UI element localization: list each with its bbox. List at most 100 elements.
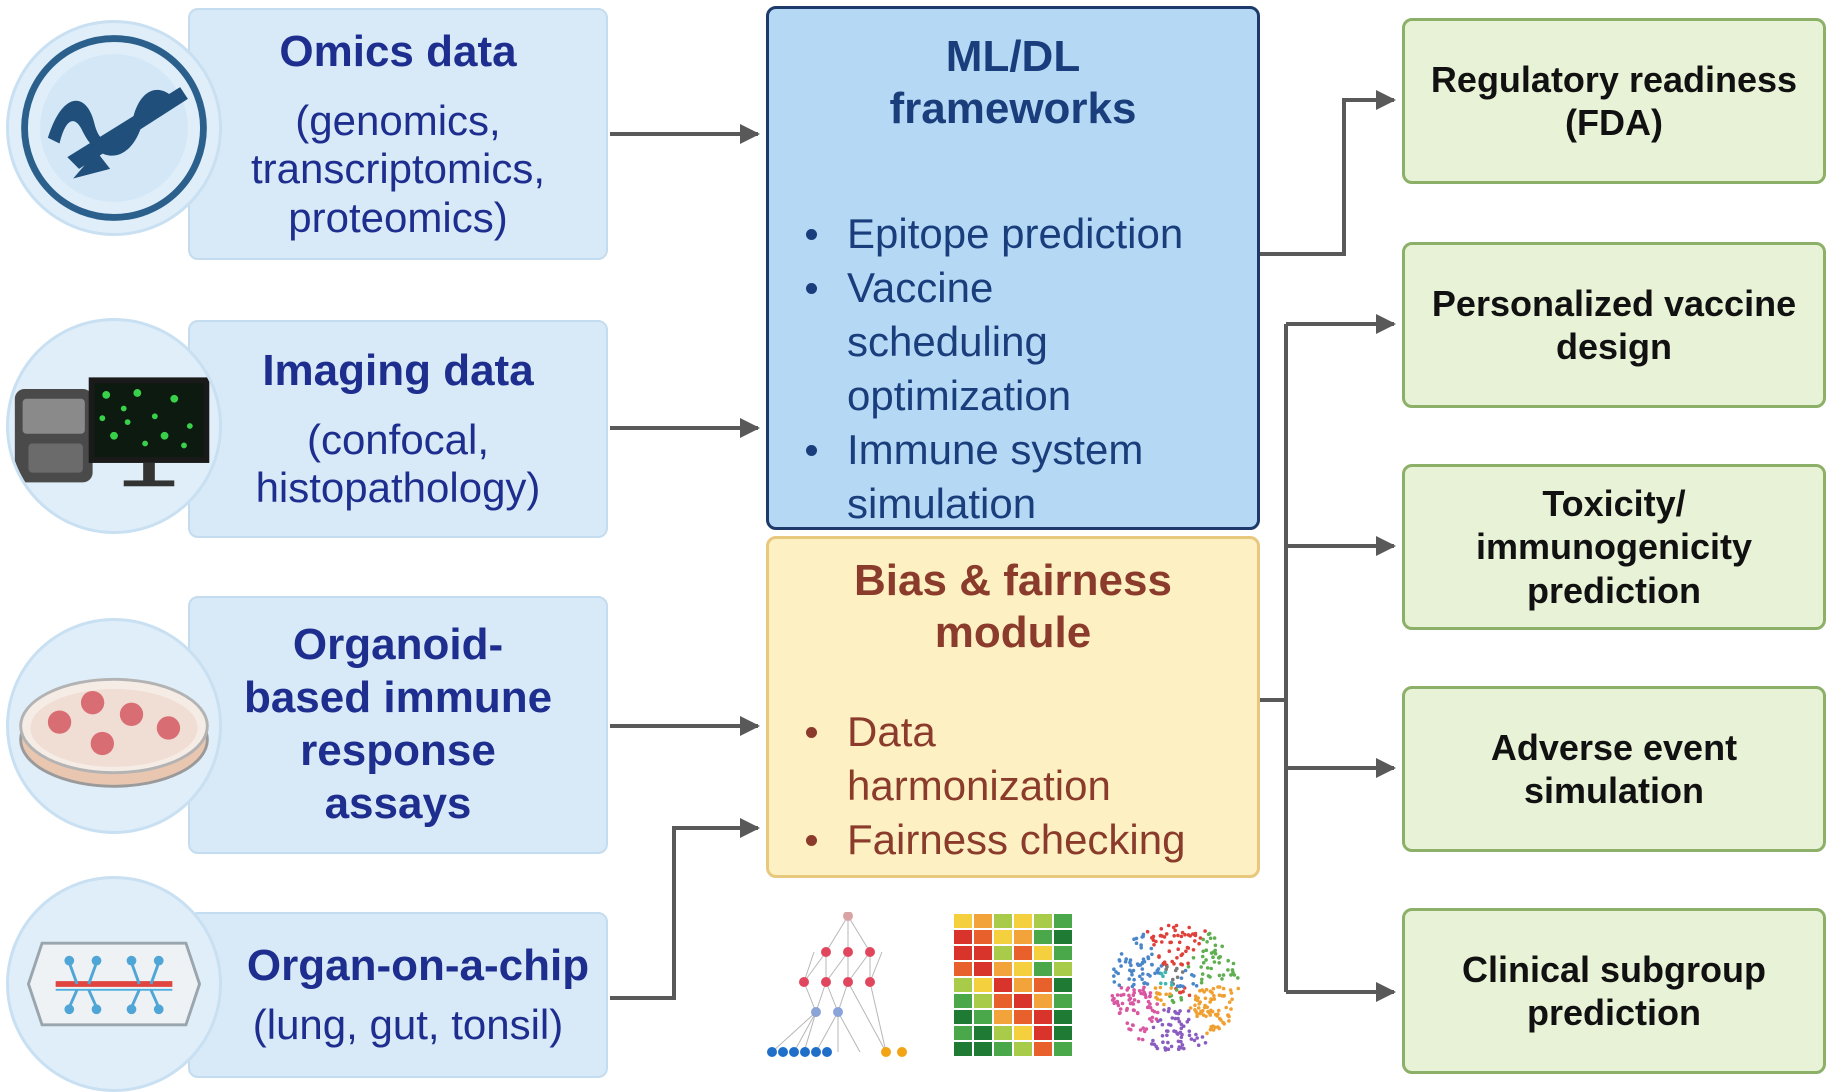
input-subtitle: (genomics, transcriptomics, proteomics) bbox=[250, 96, 546, 241]
scatter-dot bbox=[1217, 993, 1222, 997]
scatter-dot bbox=[1164, 932, 1169, 936]
bias-fairness-box: Bias & fairness module Data harmonizatio… bbox=[766, 536, 1260, 878]
scatter-dot bbox=[1140, 1037, 1145, 1042]
scatter-dot bbox=[1177, 940, 1182, 945]
scatter-dot bbox=[1178, 990, 1183, 995]
output-adverse-event: Adverse event simulation bbox=[1402, 686, 1826, 852]
scatter-dot bbox=[1178, 1030, 1183, 1035]
scatter-dot bbox=[1179, 934, 1184, 939]
scatter-dot bbox=[1148, 1017, 1152, 1021]
scatter-dot bbox=[1207, 1011, 1212, 1015]
scatter-dot bbox=[1150, 1008, 1155, 1013]
scatter-dot bbox=[1212, 994, 1216, 998]
scatter-dot bbox=[1132, 998, 1137, 1002]
output-toxicity: Toxicity/ immunogenicity prediction bbox=[1402, 464, 1826, 630]
scatter-dot bbox=[1191, 956, 1196, 960]
heatmap-cell bbox=[954, 978, 972, 992]
scatter-dot bbox=[1143, 993, 1148, 997]
scatter-dot bbox=[1203, 996, 1208, 1001]
scatter-dot bbox=[1127, 977, 1131, 981]
input-title: Organ-on-a-chip bbox=[246, 941, 590, 991]
scatter-dot bbox=[1151, 1038, 1155, 1043]
scatter-dot bbox=[1201, 949, 1205, 954]
scatter-dot bbox=[1121, 992, 1126, 997]
scatter-dot bbox=[1146, 955, 1150, 959]
scatter-dot bbox=[1176, 933, 1180, 938]
bias-items: Data harmonization Fairness checking bbox=[795, 705, 1247, 867]
scatter-dot bbox=[1184, 949, 1188, 953]
input-title: Imaging data bbox=[262, 346, 534, 396]
scatter-dot bbox=[1204, 948, 1209, 952]
scatter-dot bbox=[1139, 943, 1143, 947]
scatter-dot bbox=[1158, 992, 1162, 996]
scatter-dot bbox=[1206, 974, 1211, 978]
arrow-ml-to-regulatory bbox=[1260, 90, 1396, 256]
scatter-dot bbox=[1131, 993, 1136, 997]
scatter-dot bbox=[1148, 994, 1152, 999]
heatmap-icon bbox=[954, 914, 1072, 1056]
heatmap-cell bbox=[1054, 914, 1072, 928]
heatmap-cell bbox=[974, 994, 992, 1008]
scatter-dot bbox=[1162, 1002, 1166, 1007]
scatter-dot bbox=[1221, 986, 1226, 991]
scatter-dot bbox=[1200, 954, 1205, 959]
scatter-dot bbox=[1197, 1002, 1201, 1006]
heatmap-cell bbox=[1054, 962, 1072, 976]
heatmap-cell bbox=[1014, 978, 1032, 992]
scatter-dot bbox=[1196, 996, 1200, 1000]
scatter-dot bbox=[1211, 955, 1215, 959]
scatter-dot bbox=[1154, 995, 1158, 1000]
scatter-dot bbox=[1160, 934, 1164, 938]
scatter-dot bbox=[1180, 930, 1185, 935]
heatmap-cell bbox=[1034, 946, 1052, 960]
scatter-dot bbox=[1191, 948, 1196, 952]
scatter-dot bbox=[1173, 1016, 1178, 1021]
scatter-dot bbox=[1163, 981, 1168, 986]
scatter-dot bbox=[1187, 1029, 1192, 1033]
scatter-dot bbox=[1229, 1007, 1233, 1011]
scatter-dot bbox=[1150, 962, 1154, 967]
scatter-dot bbox=[1188, 1006, 1193, 1010]
scatter-dot bbox=[1193, 994, 1198, 998]
scatter-dot bbox=[1146, 1005, 1151, 1009]
scatter-dot bbox=[1166, 1029, 1170, 1033]
scatter-dot bbox=[1169, 940, 1173, 945]
scatter-dot bbox=[1227, 1000, 1232, 1004]
scatter-dot bbox=[1194, 984, 1199, 988]
scatter-dot bbox=[1139, 991, 1143, 996]
scatter-dot bbox=[1226, 1013, 1230, 1017]
scatter-dot bbox=[1182, 1046, 1186, 1051]
scatter-dot bbox=[1150, 1019, 1154, 1024]
scatter-dot bbox=[1134, 936, 1139, 941]
ml-title: ML/DL frameworks bbox=[889, 32, 1137, 133]
heatmap-cell bbox=[974, 914, 992, 928]
scatter-dot bbox=[1163, 970, 1168, 975]
heatmap-cell bbox=[1034, 1010, 1052, 1024]
scatter-dot bbox=[1172, 934, 1176, 938]
scatter-dot bbox=[1124, 1008, 1129, 1012]
scatter-dot bbox=[1176, 1032, 1180, 1036]
heatmap-cell bbox=[1014, 1010, 1032, 1024]
input-box-organoid: Organoid-based immune response assays bbox=[188, 596, 608, 854]
scatter-dot bbox=[1216, 985, 1220, 989]
scatter-dot bbox=[1164, 992, 1168, 997]
scatter-dot bbox=[1117, 983, 1122, 987]
scatter-dot bbox=[1180, 952, 1185, 956]
scatter-dot bbox=[1181, 984, 1185, 989]
scatter-dot bbox=[1217, 961, 1221, 965]
scatter-dot bbox=[1127, 993, 1131, 998]
scatter-dot bbox=[1181, 1024, 1186, 1028]
scatter-dot bbox=[1231, 961, 1236, 966]
scatter-dot bbox=[1141, 1026, 1145, 1030]
scatter-dot bbox=[1112, 996, 1116, 1001]
heatmap-cell bbox=[994, 962, 1012, 976]
scatter-dot bbox=[1210, 1009, 1215, 1014]
scatter-dot bbox=[1203, 929, 1207, 933]
scatter-dot bbox=[1179, 996, 1183, 1000]
scatter-dot bbox=[1202, 1005, 1207, 1010]
scatter-dot bbox=[1183, 968, 1188, 973]
heatmap-cell bbox=[974, 1026, 992, 1040]
scatter-dot bbox=[1135, 962, 1140, 966]
scatter-dot bbox=[1170, 1016, 1175, 1020]
scatter-dot bbox=[1142, 1029, 1147, 1034]
